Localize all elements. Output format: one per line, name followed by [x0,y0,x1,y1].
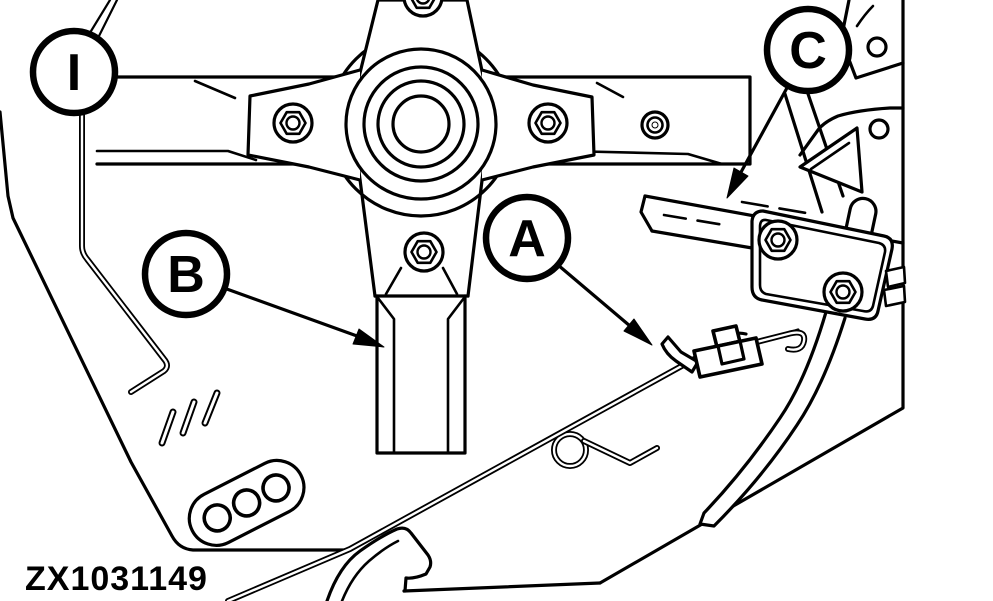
clamp-inner [716,339,746,366]
belt-guard-inner-line [340,539,400,601]
spider-bolt-left [272,102,314,144]
callout-c-circle [763,5,853,95]
arm-taper-lines [384,266,459,296]
torsion-spring [551,431,660,469]
three-hole-plate-outline [187,458,306,547]
callout-c: C [763,5,853,95]
spring-rod [225,329,808,601]
blade-tip [639,194,654,233]
callout-b: B [141,229,231,319]
callout-a: A [482,193,572,283]
hub-center-hole [391,94,451,154]
callout-c-label: C [789,22,827,80]
callout-arrow-a-shaft [556,263,632,328]
blade-bottom-edge [650,229,760,251]
lower-plate-hole [868,118,890,140]
hub-ring-2 [362,65,480,183]
callout-a-circle [482,193,572,283]
belt-guard [325,526,433,601]
lever-assembly [698,86,907,528]
callout-arrow-a-head [623,318,653,346]
spider-bolt-bottom [403,231,445,273]
plate-curl-line [855,4,875,28]
plate-hole-1 [202,503,233,533]
upper-plate-hole [866,36,888,58]
deck-left-edge [0,110,348,552]
callout-arrow-b-shaft [222,286,359,338]
plate-hole-2 [231,488,262,518]
blade-bar-chamfer-right [595,81,625,99]
callout-arrow-c-shaft [738,84,790,176]
blade-bar-inner-right [564,149,724,166]
callout-b-label: B [167,246,205,304]
callout-i: I [29,27,119,117]
clamp-fastener [660,324,764,379]
clamp-keeper [660,335,700,374]
spider-bolt-right [527,102,569,144]
chute-inner-left [376,296,396,454]
callout-i-label: I [67,44,81,102]
part-code: ZX1031149 [25,560,208,598]
blade-bar-inner-left [95,149,258,162]
lever-gusset-inner [809,141,851,171]
callout-b-circle [141,229,231,319]
chute-outline [375,294,467,455]
callout-a-label: A [508,210,546,268]
chute-inner-right [446,296,466,454]
three-hole-plate [187,458,306,547]
blade-dash-line-1 [662,213,726,227]
bracket-bolt-2 [822,271,864,313]
lever-gusset [798,126,864,194]
callout-i-circle [29,27,119,117]
idler-rod [79,97,170,395]
bracket-bolt-1 [757,219,799,261]
mounting-bracket-inner [758,218,887,313]
blade-bar-hole [640,110,670,140]
discharge-chute [375,294,467,455]
spindle-assembly [246,0,670,298]
hub-ring-3 [376,79,466,169]
hash-marks [158,389,221,447]
plate-hole-3 [261,473,291,503]
blade-bar-chamfer-left [193,79,237,100]
spider-arm-bottom-sides [356,162,486,298]
callout-leader-i [86,0,119,42]
bracket-tab-1 [884,265,907,289]
lever-upper-line-1 [783,92,824,214]
callout-arrow-b-head [352,328,385,348]
callout-arrows [86,0,790,348]
callout-arrow-c-head [726,167,749,199]
bracket-tab-2 [882,284,907,308]
lever-arm [698,310,847,528]
blade-dash-line-2 [740,200,808,215]
belt-guard-outline [325,526,433,601]
deck-bottom-edge [402,581,602,593]
